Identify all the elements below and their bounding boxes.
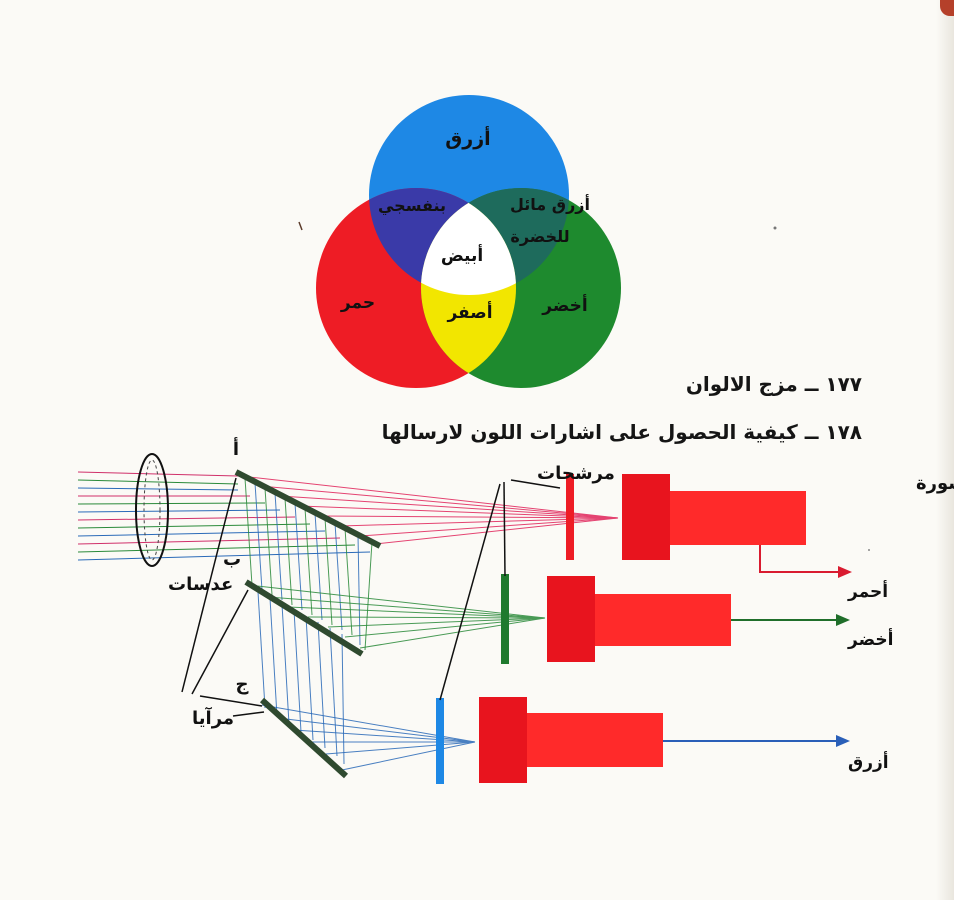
output-red-label: أحمر [847, 580, 888, 602]
venn-label-cyan-1: أزرق مائل [510, 194, 590, 214]
page-speck-1 [298, 221, 303, 231]
filter-blue [436, 698, 444, 784]
lens-inner [143, 459, 161, 561]
color-mixing-venn: أزرق بنفسجي أزرق مائل للخضرة أبيض حمر أص… [316, 95, 621, 388]
page-speck-3 [868, 549, 870, 551]
mirror-c [259, 697, 349, 779]
caption-fig-178: ١٧٨ ــ كيفية الحصول على اشارات اللون لار… [381, 420, 862, 444]
venn-label-yellow: أصفر [446, 301, 492, 323]
arrowhead-red [838, 566, 852, 578]
white-overlap [421, 188, 516, 295]
mirror-a-label: أ [233, 437, 239, 460]
leader-lines [181, 477, 561, 717]
venn-label-cyan-2: للخضرة [510, 227, 569, 246]
arrowhead-blue [836, 735, 850, 747]
tube-label: صمام اورتكون الصورة [916, 473, 954, 494]
filter-red [566, 474, 574, 560]
green-rays [247, 584, 546, 649]
filter-green [501, 574, 509, 664]
mirror-a [234, 469, 382, 549]
red-rays [239, 475, 619, 545]
venn-label-white: أبيض [441, 244, 483, 266]
tube-green [547, 576, 731, 662]
output-blue-label: أزرق [848, 751, 889, 773]
venn-label-red: حمر [340, 293, 375, 313]
tube-blue [479, 697, 663, 783]
mirrors-label: مرآيا [192, 706, 234, 729]
filters-label: مرشحات [537, 463, 615, 484]
arrowhead-green [836, 614, 850, 626]
venn-label-green: أخضر [541, 294, 587, 316]
lens-label: عدسات [168, 574, 233, 595]
mirror-c-label: ج [236, 674, 249, 695]
venn-label-blue: أزرق [445, 126, 490, 150]
arrow-red-output [759, 545, 848, 573]
page-edge [936, 0, 954, 900]
mirror-b [244, 579, 364, 657]
tube-red [622, 474, 806, 560]
output-green-label: أخضر [847, 628, 893, 650]
lens [135, 453, 169, 567]
venn-label-violet: بنفسجي [378, 196, 446, 216]
page-speck-2 [773, 226, 777, 230]
mirror-b-label: ب [223, 549, 241, 570]
caption-fig-177: ١٧٧ ــ مزج الالوان [685, 372, 862, 396]
page-corner-mark [940, 0, 954, 16]
